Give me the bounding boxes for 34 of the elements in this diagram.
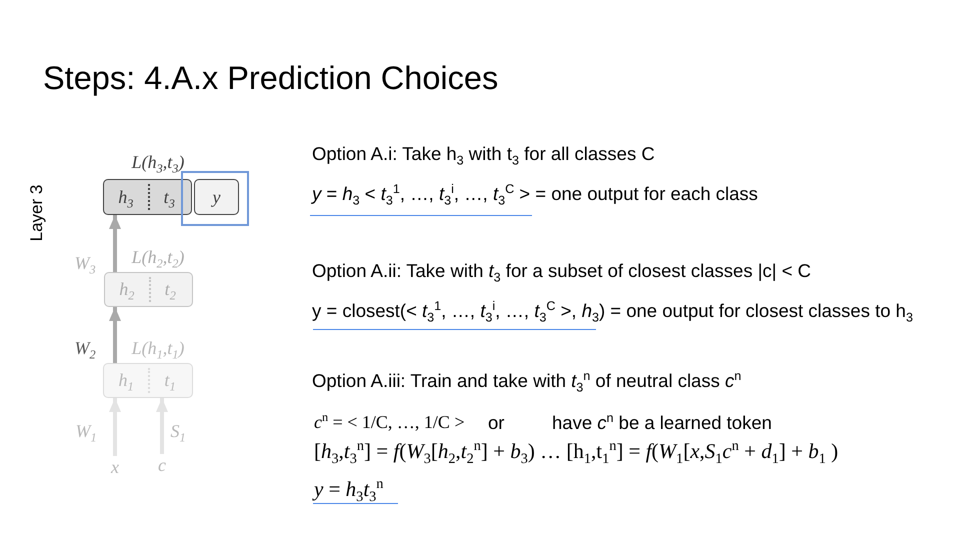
connective-text: or	[488, 411, 504, 435]
input-label: c	[155, 454, 169, 476]
input-label: x	[108, 456, 122, 478]
note-text: have c$^{n}$ be a learned token	[552, 411, 772, 435]
edge-label: W$_{2}$	[74, 338, 96, 358]
edge-label: W$_{1}$	[75, 421, 97, 441]
loss-label: L(h$_{3}$,t$_{3}$)	[132, 152, 184, 172]
formula: c$^{n}$ = < 1/C, …, 1/C >	[314, 410, 465, 434]
arrow	[109, 215, 121, 272]
option-heading: Option A.ii: Take with t$_{3}$ for a subset of closest classes |c| < C	[312, 259, 812, 283]
loss-label: L(h$_{2}$,t$_{2}$)	[132, 247, 184, 267]
vector-label: t$_{2}$	[164, 279, 176, 300]
layer-box	[104, 272, 193, 307]
vector-label: h$_{2}$	[119, 279, 134, 300]
loss-label: L(h$_{1}$,t$_{1}$)	[132, 338, 184, 358]
edge-label: S$_{1}$	[170, 421, 186, 441]
vector-label: h$_{1}$	[118, 370, 134, 391]
edge-label: W$_{3}$	[74, 253, 96, 273]
layer-box	[103, 363, 193, 398]
vector-label: h$_{3}$	[118, 186, 134, 208]
arrow	[109, 307, 121, 363]
option-heading: Option A.iii: Train and take with t$_{3}$$^{n}$ of neutral class c$^{n}$	[312, 369, 742, 393]
slide-title: Steps: 4.A.x Prediction Choices	[43, 59, 498, 97]
formula: [h$_{3}$,t$_{3}$$^{n}$] = f(W$_{3}$[h$_{2}$,t$_{2}$$^{n}$] + b$_{3}$) … [h$_{1}$,t$_{1}$$^{n}$] = f(W$_{1}$[x,S$_{1}$c$^{n}$ + d$_{1}$] + b$_{1}$ )	[314, 439, 838, 463]
vector-label: t$_{3}$	[164, 186, 175, 208]
arrow	[156, 398, 168, 454]
layer-label: Layer 3	[26, 184, 47, 242]
formula: y = closest(< t$_{3}$$^{1}$, …, t$_{3}$$^{i}$, …, t$_{3}$$^{C}$ >, h$_{3}$) = one output for closest classes to h$_{3}$	[312, 299, 913, 323]
formula: y = h$_{3}$ < t$_{3}$$^{1}$, …, t$_{3}$$^{i}$, …, t$_{3}$$^{C}$ > = one output for each class	[312, 182, 758, 206]
option-heading: Option A.i: Take h$_{3}$ with t$_{3}$ for all classes C	[312, 142, 655, 166]
vector-label: t$_{1}$	[164, 370, 176, 391]
layer-box	[103, 179, 192, 215]
output-box: y	[194, 179, 239, 215]
arrow	[109, 398, 121, 456]
